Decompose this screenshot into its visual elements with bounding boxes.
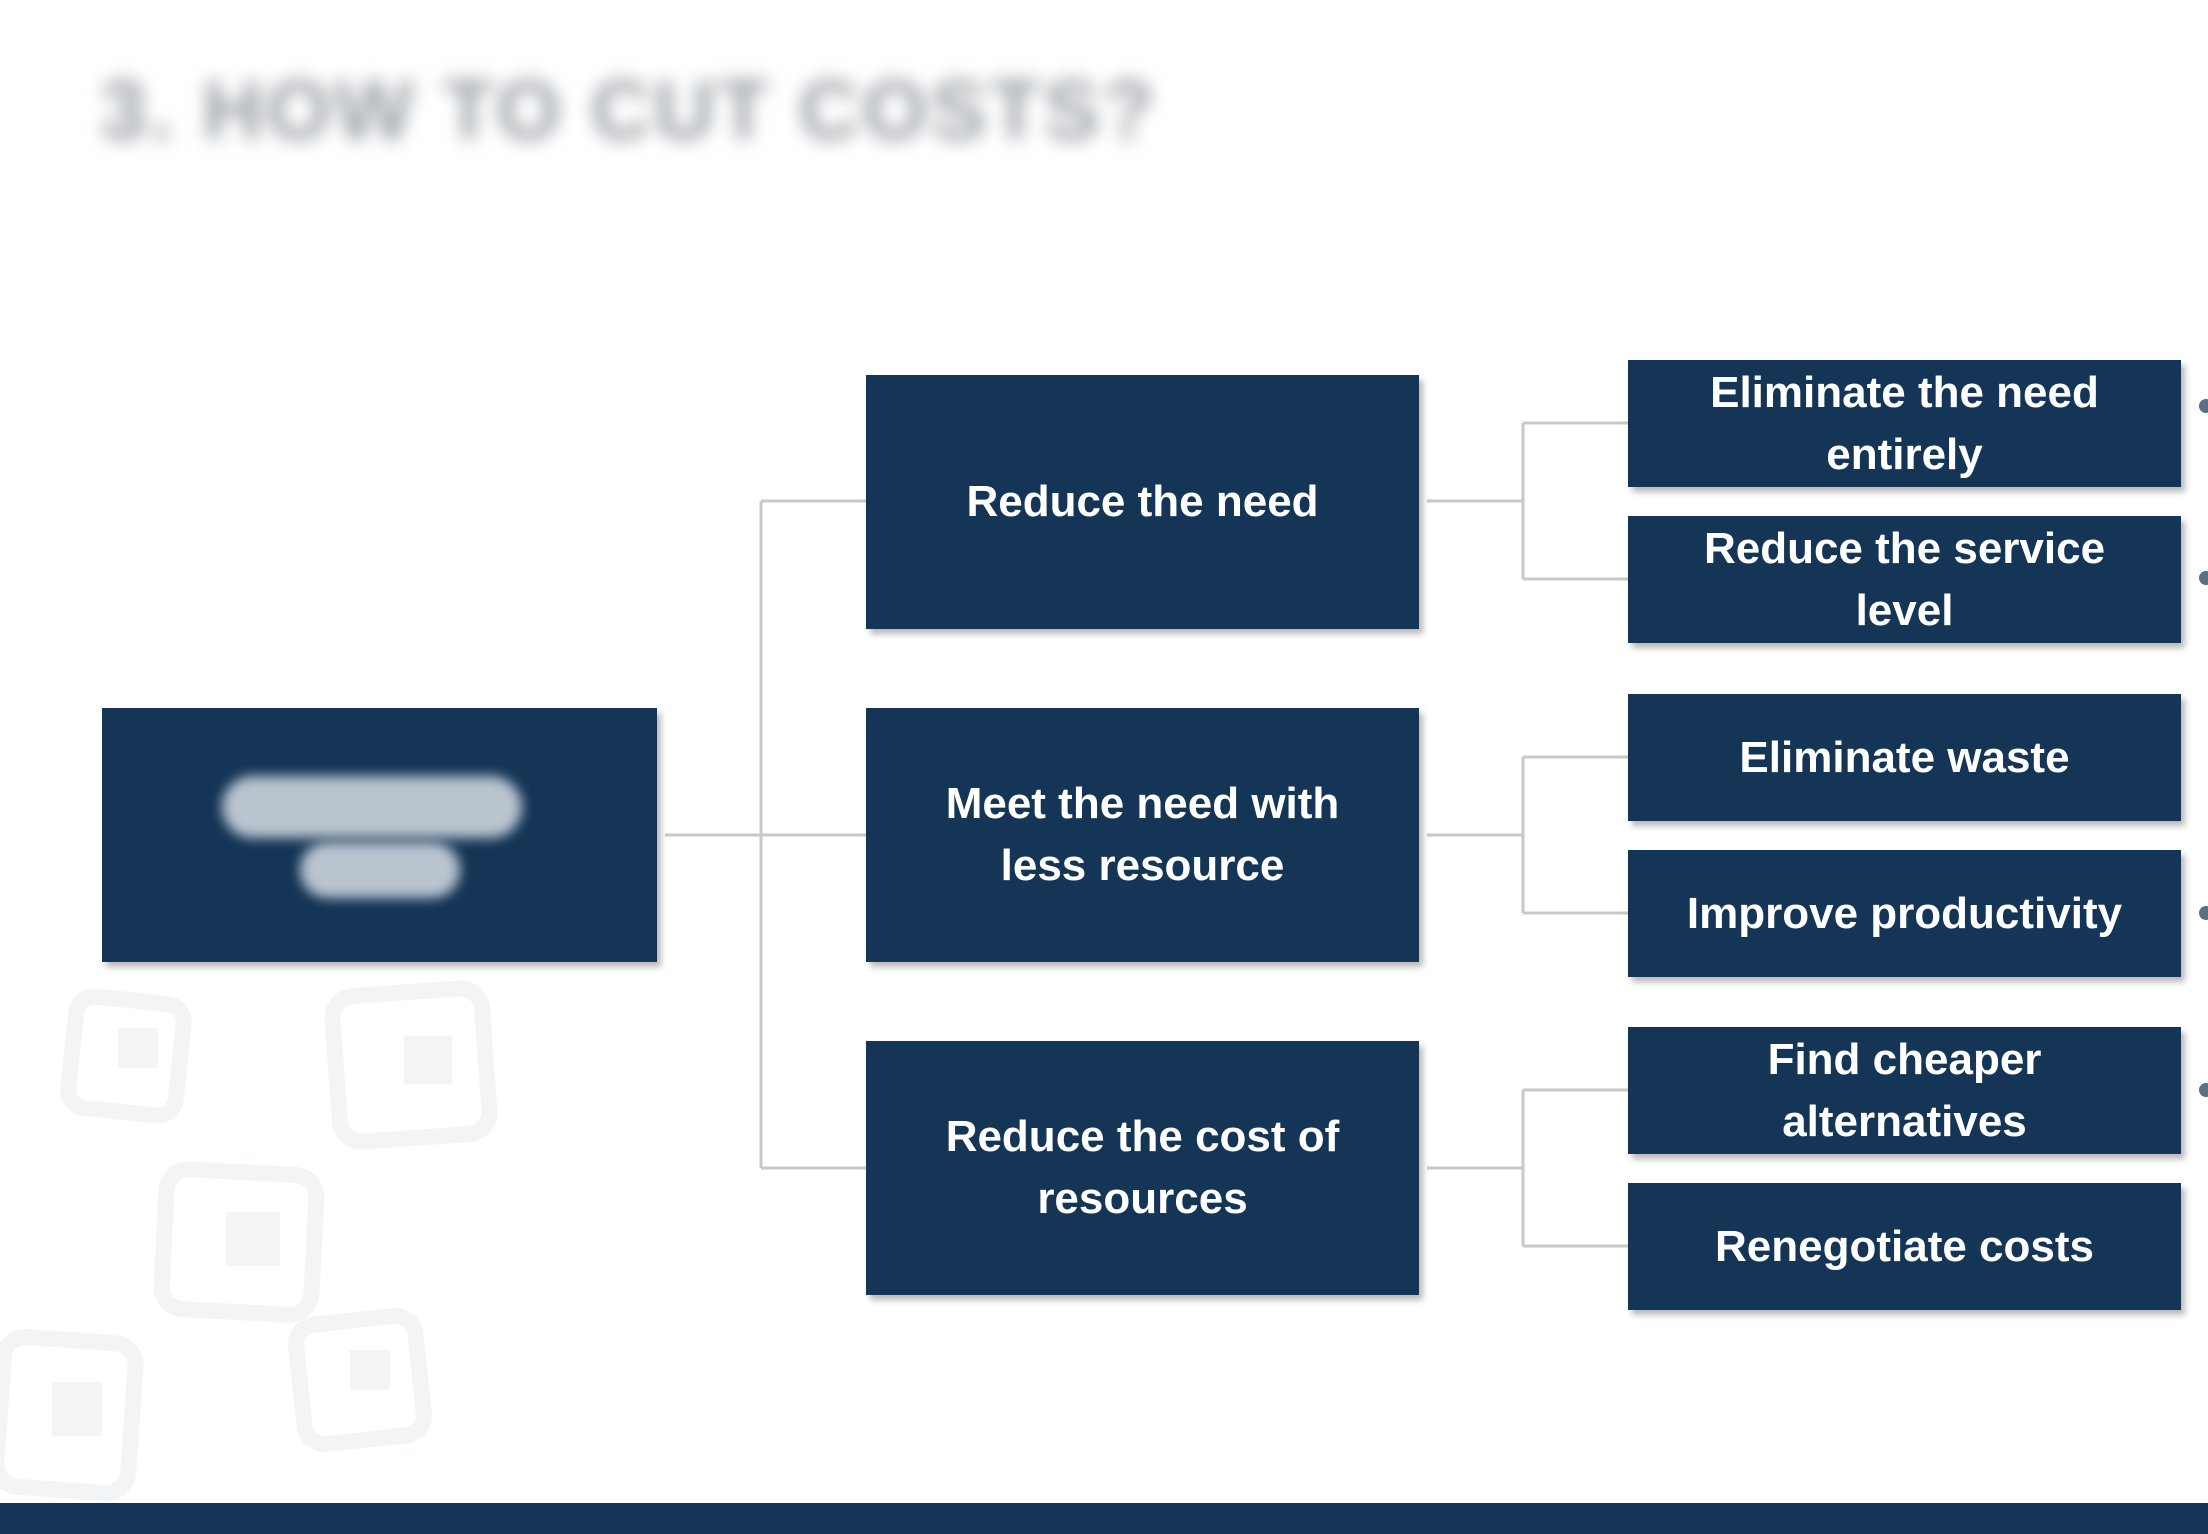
leaf-label: Reduce the service level [1703, 523, 2106, 635]
bullet-dot [2199, 1083, 2208, 1097]
branch-node-reduce-cost[interactable]: Reduce the cost of resources [866, 1041, 1419, 1295]
branch-label: Reduce the cost of resources [945, 1112, 1340, 1223]
leaf-node-renegotiate-costs[interactable]: Renegotiate costs [1628, 1183, 2181, 1310]
leaf-label: Improve productivity [1686, 888, 2123, 938]
leaf-label: Eliminate waste [1739, 732, 2070, 782]
branch-label: Meet the need with less resource [945, 779, 1340, 890]
leaf-label: Renegotiate costs [1715, 1221, 2094, 1271]
branch-node-reduce-need[interactable]: Reduce the need [866, 375, 1419, 629]
leaf-node-cheaper-alternatives[interactable]: Find cheaper alternatives [1628, 1027, 2181, 1154]
branch-label: Reduce the need [966, 477, 1319, 527]
leaf-label: Find cheaper alternatives [1767, 1034, 2042, 1146]
redacted-label [300, 842, 460, 898]
leaf-node-improve-productivity[interactable]: Improve productivity [1628, 850, 2181, 977]
footer-bar [0, 1503, 2208, 1534]
leaf-node-eliminate-need[interactable]: Eliminate the need entirely [1628, 360, 2181, 487]
leaf-node-eliminate-waste[interactable]: Eliminate waste [1628, 694, 2181, 821]
bullet-dot [2199, 399, 2208, 413]
leaf-node-reduce-service-level[interactable]: Reduce the service level [1628, 516, 2181, 643]
slide-title: 3. HOW TO CUT COSTS? [100, 63, 1158, 157]
root-node[interactable] [102, 708, 657, 962]
bullet-dot [2199, 571, 2208, 585]
bullet-dot [2199, 906, 2208, 920]
leaf-label: Eliminate the need entirely [1710, 367, 2099, 479]
branch-node-less-resource[interactable]: Meet the need with less resource [866, 708, 1419, 962]
redacted-label [222, 776, 522, 838]
